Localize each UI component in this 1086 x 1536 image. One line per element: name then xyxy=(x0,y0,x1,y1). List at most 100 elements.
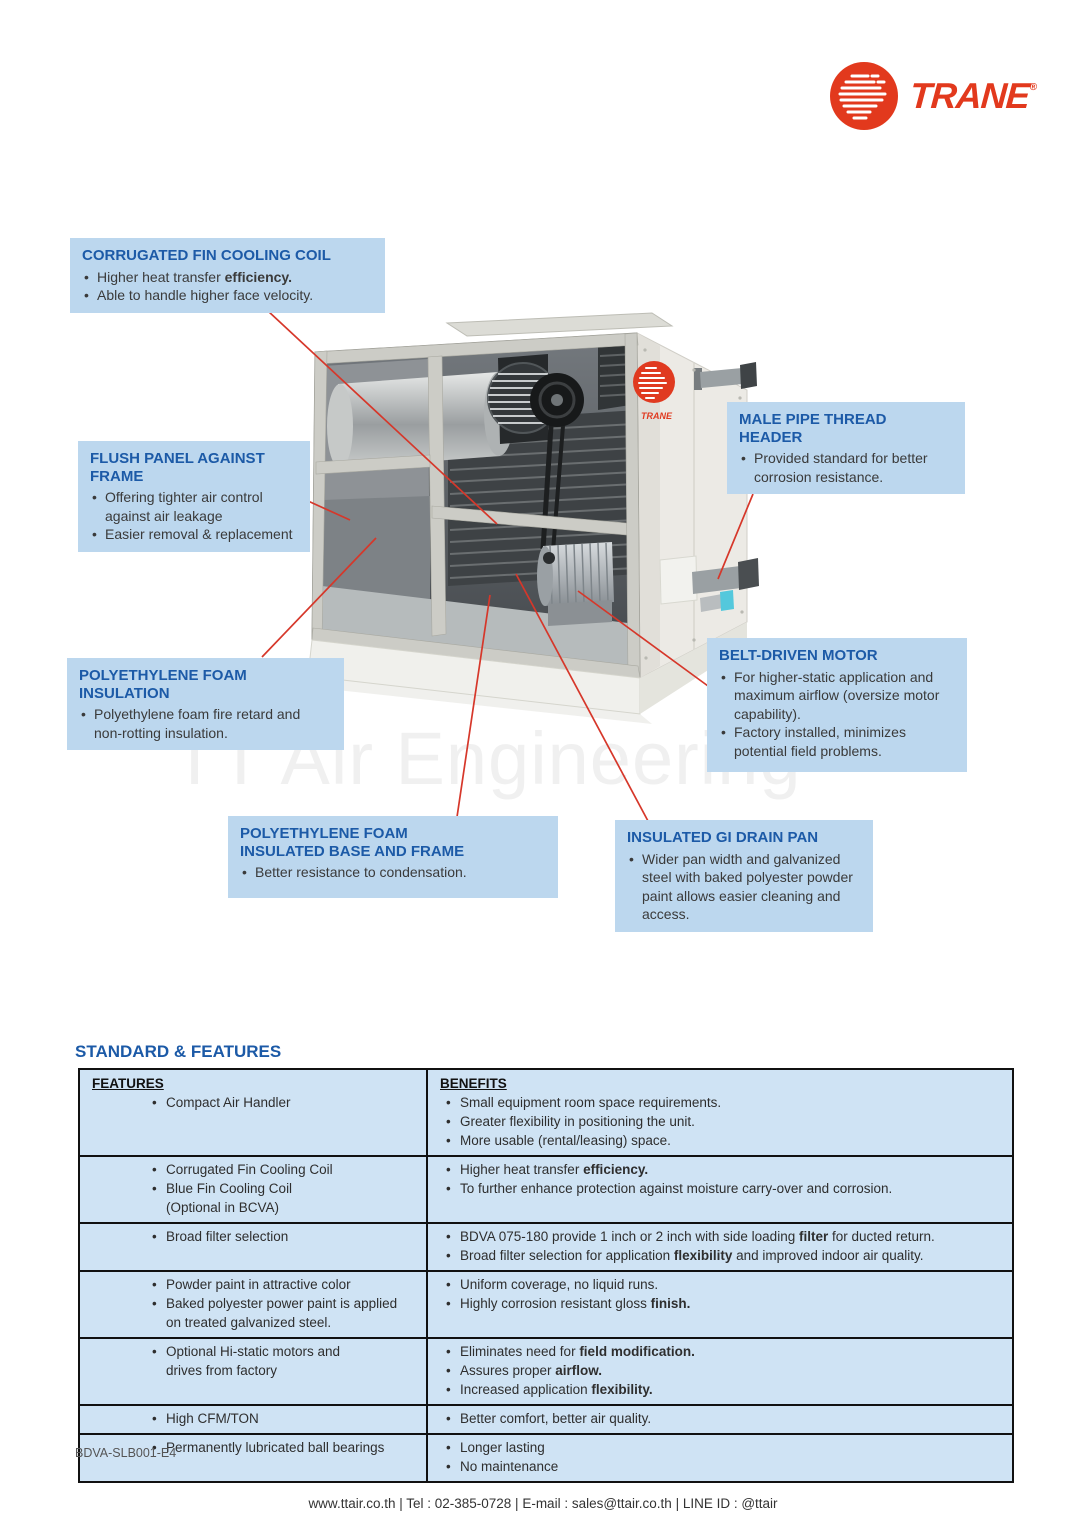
bullet-item: Greater flexibility in positioning the u… xyxy=(442,1112,1004,1131)
panel-shading xyxy=(637,333,660,678)
bullet-item: Assures proper airflow. xyxy=(442,1361,1004,1380)
duct-collar xyxy=(445,312,674,337)
callout-belt-driven-motor: BELT-DRIVEN MOTOR For higher-static appl… xyxy=(707,638,967,772)
trane-badge: TRANE xyxy=(633,361,675,421)
table-cell: Corrugated Fin Cooling CoilBlue Fin Cool… xyxy=(80,1157,428,1222)
bullet-item: Better comfort, better air quality. xyxy=(442,1409,1004,1428)
callout-insulated-gi-drain-pan: INSULATED GI DRAIN PAN Wider pan width a… xyxy=(615,820,873,932)
belt xyxy=(540,425,554,550)
table-row: Optional Hi-static motors and drives fro… xyxy=(80,1337,1012,1404)
callout-title: BELT-DRIVEN MOTOR xyxy=(719,647,878,664)
footer-contact-text: www.ttair.co.th | Tel : 02-385-0728 | E-… xyxy=(308,1496,778,1511)
brand-wordmark: TRANE® xyxy=(908,75,1038,116)
inlet-grille xyxy=(488,373,558,424)
bullet-item: Permanently lubricated ball bearings xyxy=(148,1438,418,1457)
table-cell: Higher heat transfer efficiency.To furth… xyxy=(428,1157,1012,1222)
callout-male-pipe-thread-header: MALE PIPE THREAD HEADER Provided standar… xyxy=(727,402,965,495)
table-row: Powder paint in attractive colorBaked po… xyxy=(80,1270,1012,1337)
bullet-item: Uniform coverage, no liquid runs. xyxy=(442,1275,1004,1294)
bullet-item: Polyethylene foam fire retard and non-ro… xyxy=(79,705,332,742)
bullet-item: Higher heat transfer efficiency. xyxy=(82,268,373,287)
table-cell: Uniform coverage, no liquid runs.Highly … xyxy=(428,1272,1012,1337)
air-handler-photo: TRANE xyxy=(261,310,759,822)
bullet-item: More usable (rental/leasing) space. xyxy=(442,1131,1004,1150)
table-cell: Optional Hi-static motors and drives fro… xyxy=(80,1339,428,1404)
blower-assembly xyxy=(327,354,584,552)
bullet-item: Provided standard for better corrosion r… xyxy=(739,449,953,486)
table-cell: Permanently lubricated ball bearings xyxy=(80,1435,428,1481)
callout-bullets: For higher-static application and maximu… xyxy=(719,668,955,760)
table-cell: BDVA 075-180 provide 1 inch or 2 inch wi… xyxy=(428,1224,1012,1270)
table-row: Permanently lubricated ball bearings Long… xyxy=(80,1433,1012,1481)
bullet-item: Compact Air Handler xyxy=(148,1093,418,1112)
column-header: BENEFITS xyxy=(440,1076,507,1091)
trane-circle-icon xyxy=(830,62,898,130)
bullet-item: Better resistance to condensation. xyxy=(240,863,546,882)
table-cell: FEATURES Compact Air Handler xyxy=(80,1070,428,1155)
callout-bullets: Provided standard for better corrosion r… xyxy=(739,449,953,486)
bullet-item: Able to handle higher face velocity. xyxy=(82,286,373,305)
table-row: Broad filter selection BDVA 075-180 provi… xyxy=(80,1222,1012,1270)
callout-title: INSULATED GI DRAIN PAN xyxy=(627,829,819,846)
document-code: BDVA-SLB001-E4 xyxy=(75,1446,177,1460)
callout-title: CORRUGATED FIN COOLING COIL xyxy=(82,247,331,264)
bullet-item: Baked polyester power paint is applied o… xyxy=(148,1294,418,1332)
callout-bullets: Wider pan width and galvanized steel wit… xyxy=(627,850,861,924)
callout-bullets: Polyethylene foam fire retard and non-ro… xyxy=(79,705,332,742)
bullet-item: To further enhance protection against mo… xyxy=(442,1179,1004,1198)
bullet-item: For higher-static application and maximu… xyxy=(719,668,955,723)
features-benefits-table: FEATURES Compact Air Handler BENEFITS Small… xyxy=(78,1068,1014,1483)
table-cell: Eliminates need for field modification.A… xyxy=(428,1339,1012,1404)
bullet-item: Corrugated Fin Cooling Coil xyxy=(148,1160,418,1179)
callout-title: MALE PIPE THREAD HEADER xyxy=(739,411,887,446)
callout-title: POLYETHYLENE FOAM INSULATED BASE AND FRA… xyxy=(240,825,465,860)
callout-bullets: Higher heat transfer efficiency.Able to … xyxy=(82,268,373,305)
bullet-item: Eliminates need for field modification. xyxy=(442,1342,1004,1361)
unit-shadow xyxy=(300,676,652,724)
bullet-item: Longer lasting xyxy=(442,1438,1004,1457)
bullet-item: Highly corrosion resistant gloss finish. xyxy=(442,1294,1004,1313)
table-cell: Broad filter selection xyxy=(80,1224,428,1270)
bullet-item: No maintenance xyxy=(442,1457,1004,1476)
table-row: Corrugated Fin Cooling CoilBlue Fin Cool… xyxy=(80,1155,1012,1222)
bullet-item: Wider pan width and galvanized steel wit… xyxy=(627,850,861,924)
callout-polyethylene-foam-insulated-base-and-frame: POLYETHYLENE FOAM INSULATED BASE AND FRA… xyxy=(228,816,558,898)
motor xyxy=(537,542,614,626)
pipe-connections xyxy=(659,362,759,612)
callout-corrugated-fin-cooling-coil: CORRUGATED FIN COOLING COIL Higher heat … xyxy=(70,238,385,313)
frame-struts xyxy=(311,332,641,680)
registered-mark: ® xyxy=(1029,82,1038,93)
callout-title: FLUSH PANEL AGAINST FRAME xyxy=(90,450,265,485)
callout-polyethylene-foam-insulation: POLYETHYLENE FOAM INSULATION Polyethylen… xyxy=(67,658,344,751)
column-header: FEATURES xyxy=(92,1076,164,1091)
trane-logo: TRANE® xyxy=(828,55,1043,137)
bullet-item: Easier removal & replacement xyxy=(90,525,298,544)
bullet-item: Blue Fin Cooling Coil (Optional in BCVA) xyxy=(148,1179,418,1217)
bullet-item: BDVA 075-180 provide 1 inch or 2 inch wi… xyxy=(442,1227,1004,1246)
bullet-item: Broad filter selection xyxy=(148,1227,418,1246)
drain-pan xyxy=(313,586,638,676)
unit-brand-text: TRANE xyxy=(641,411,673,421)
bullet-item: Optional Hi-static motors and drives fro… xyxy=(148,1342,418,1380)
table-cell: Better comfort, better air quality. xyxy=(428,1406,1012,1433)
callout-bullets: Better resistance to condensation. xyxy=(240,863,546,882)
table-cell: Powder paint in attractive colorBaked po… xyxy=(80,1272,428,1337)
bullet-item: Higher heat transfer efficiency. xyxy=(442,1160,1004,1179)
bullet-item: Broad filter selection for application f… xyxy=(442,1246,1004,1265)
bullet-item: Offering tighter air control against air… xyxy=(90,488,298,525)
bullet-item: Powder paint in attractive color xyxy=(148,1275,418,1294)
callout-bullets: Offering tighter air control against air… xyxy=(90,488,298,544)
bullet-item: Small equipment room space requirements. xyxy=(442,1093,1004,1112)
callout-title: POLYETHYLENE FOAM INSULATION xyxy=(79,667,247,702)
section-heading: STANDARD & FEATURES xyxy=(75,1042,282,1061)
panel-screws xyxy=(643,348,744,660)
bullet-item: High CFM/TON xyxy=(148,1409,418,1428)
bullet-item: Increased application flexibility. xyxy=(442,1380,1004,1399)
bullet-item: Factory installed, minimizes potential f… xyxy=(719,723,955,760)
table-row: FEATURES Compact Air Handler BENEFITS Small… xyxy=(80,1070,1012,1155)
table-cell: Longer lastingNo maintenance xyxy=(428,1435,1012,1481)
table-cell: High CFM/TON xyxy=(80,1406,428,1433)
table-cell: BENEFITS Small equipment room space requi… xyxy=(428,1070,1012,1155)
table-row: High CFM/TON Better comfort, better air q… xyxy=(80,1404,1012,1433)
